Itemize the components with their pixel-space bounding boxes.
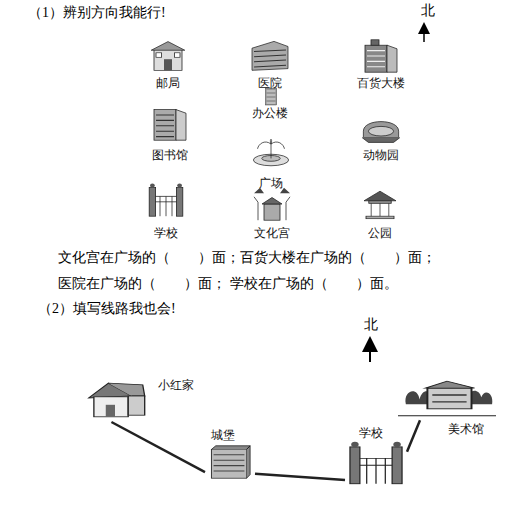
place-node: 医院: [238, 38, 302, 91]
route-line: [255, 474, 345, 480]
north-arrow: [423, 28, 425, 42]
place-node: 美术馆: [420, 372, 496, 438]
place-label: 城堡: [211, 428, 235, 442]
place-node: 公园: [350, 188, 410, 241]
place-label: 学校: [359, 426, 383, 440]
place-label: 广场: [259, 176, 283, 190]
building-icon: [398, 372, 496, 418]
route-line: [111, 422, 205, 472]
place-label: 医院: [258, 76, 282, 90]
building-icon: [345, 440, 407, 486]
building-icon: [360, 112, 402, 144]
place-node: 动物园: [348, 112, 414, 163]
place-node: 广场: [240, 136, 302, 191]
building-icon: [82, 380, 148, 420]
building-icon: [207, 444, 251, 480]
place-label: 邮局: [156, 76, 180, 90]
place-node: 小红家: [82, 378, 210, 422]
place-node: 学校: [136, 182, 196, 241]
building-icon: [250, 136, 292, 168]
place-label: 图书馆: [152, 148, 188, 162]
worksheet-text: （2）填写线路我也会!: [38, 300, 176, 318]
building-icon: [252, 186, 292, 222]
place-node: 文化宫: [240, 186, 304, 241]
worksheet-text: 北: [364, 316, 378, 334]
building-icon: [250, 38, 290, 72]
north-arrow: [369, 344, 371, 362]
place-label: 美术馆: [448, 422, 484, 436]
building-icon: [150, 106, 190, 142]
place-label: 动物园: [363, 148, 399, 162]
place-label: 学校: [154, 226, 178, 240]
worksheet-text: 北: [421, 2, 435, 20]
worksheet-text: 医院在广场的（ ）面； 学校在广场的（ ）面。: [58, 275, 398, 293]
place-label: 办公楼: [252, 106, 288, 120]
worksheet-text: 文化宫在广场的（ ）面；百货大楼在广场的（ ）面；: [58, 249, 436, 267]
building-icon: [361, 38, 401, 74]
place-label: 公园: [368, 226, 392, 240]
place-node: 图书馆: [138, 106, 202, 163]
worksheet-text: （1）辨别方向我能行!: [28, 4, 166, 22]
place-node: 百货大楼: [346, 38, 416, 91]
building-icon: [360, 188, 400, 220]
building-icon: [146, 182, 186, 218]
place-node: 学校: [345, 426, 407, 486]
place-label: 文化宫: [254, 226, 290, 240]
place-label: 小红家: [158, 378, 194, 392]
place-label: 百货大楼: [357, 76, 405, 90]
place-node: 城堡: [205, 428, 255, 480]
place-node: 邮局: [138, 40, 198, 91]
building-icon: [148, 40, 188, 72]
place-node: 办公楼: [240, 86, 300, 121]
route-line: [407, 420, 420, 452]
